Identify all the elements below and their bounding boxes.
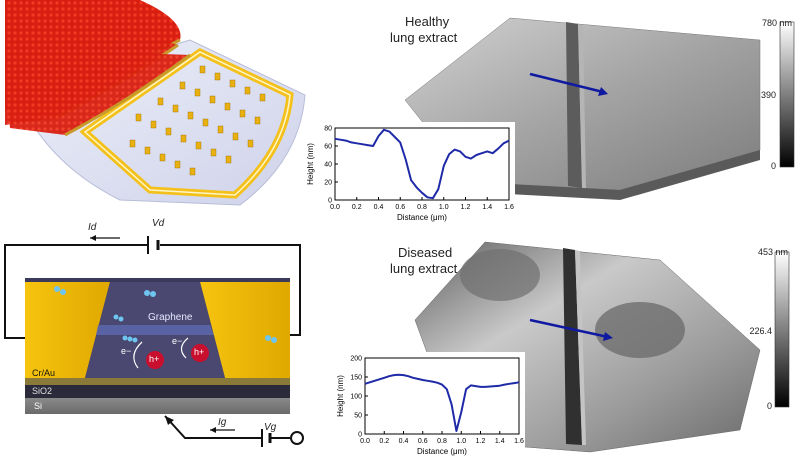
x-tick-label: 0.6 bbox=[395, 204, 405, 211]
height-profile-line bbox=[334, 128, 510, 200]
x-tick-label: 1.0 bbox=[456, 438, 466, 445]
y-tick-label: 60 bbox=[324, 144, 332, 151]
diseased-colorbar bbox=[774, 251, 790, 408]
source-electrode bbox=[25, 282, 110, 378]
height-profile-line bbox=[364, 373, 520, 432]
x-tick-label: 1.6 bbox=[504, 204, 514, 211]
x-tick-label: 0.4 bbox=[374, 204, 384, 211]
x-axis-label: Distance (μm) bbox=[397, 213, 447, 222]
x-tick-label: 1.2 bbox=[476, 438, 486, 445]
si-substrate bbox=[25, 398, 290, 414]
chart-background bbox=[335, 352, 525, 456]
diseased-scan-arrow bbox=[529, 318, 609, 339]
x-axis-label: Distance (μm) bbox=[417, 447, 467, 456]
drain-voltage-label: Vd bbox=[152, 218, 165, 229]
si-label: Si bbox=[34, 401, 43, 411]
x-tick-label: 1.0 bbox=[439, 204, 449, 211]
x-tick-label: 0.6 bbox=[418, 438, 428, 445]
healthy-colorbar-mid: 390 bbox=[760, 90, 776, 100]
graphene-sheet-illustration bbox=[5, 0, 306, 206]
y-tick-label: 80 bbox=[324, 126, 332, 133]
drain-circuit-wire-right bbox=[160, 244, 301, 336]
diseased-height-profile-chart: 0.0 0.2 0.4 0.6 0.8 1.0 1.2 1.4 1.6 0 50 100 150 200D… bbox=[335, 352, 525, 456]
diseased-colorbar-mid: 226.4 bbox=[749, 326, 772, 336]
drain-current-label: Id bbox=[88, 222, 97, 233]
y-tick-label: 200 bbox=[350, 356, 362, 363]
healthy-colorbar bbox=[779, 21, 795, 168]
diseased-surface-crater bbox=[460, 249, 540, 301]
analyte-molecules bbox=[54, 286, 277, 343]
diseased-title-line2: lung extract bbox=[390, 261, 458, 276]
y-tick-label: 50 bbox=[354, 413, 362, 420]
diseased-colorbar-min: 0 bbox=[766, 401, 772, 411]
gate-terminal bbox=[290, 431, 304, 445]
healthy-title-line1: Healthy bbox=[405, 14, 450, 29]
hole-label: h+ bbox=[194, 347, 205, 357]
x-tick-label: 1.6 bbox=[514, 438, 524, 445]
hole-carrier bbox=[146, 351, 164, 369]
diseased-colorbar-max: 453 nm bbox=[757, 247, 788, 257]
graphene-label: Graphene bbox=[148, 312, 193, 323]
x-tick-label: 0.8 bbox=[437, 438, 447, 445]
y-tick-label: 0 bbox=[358, 432, 362, 439]
healthy-title-line2: lung extract bbox=[390, 30, 458, 45]
healthy-colorbar-max: 780 nm bbox=[761, 18, 792, 28]
x-tick-label: 0.4 bbox=[399, 438, 409, 445]
diseased-title-line1: Diseased bbox=[398, 245, 453, 260]
drain-circuit-wire-left bbox=[4, 244, 148, 339]
sio2-label: SiO2 bbox=[32, 386, 53, 396]
y-tick-label: 20 bbox=[324, 180, 332, 187]
y-tick-label: 100 bbox=[350, 394, 362, 401]
x-tick-label: 1.4 bbox=[482, 204, 492, 211]
x-tick-label: 1.4 bbox=[495, 438, 505, 445]
y-axis-label: Height (nm) bbox=[336, 375, 345, 417]
fet-device-schematic bbox=[4, 235, 304, 447]
sio2-layer bbox=[25, 385, 290, 398]
y-tick-label: 0 bbox=[328, 198, 332, 205]
gate-current-label: Ig bbox=[218, 417, 227, 428]
drain-electrode bbox=[200, 282, 290, 378]
gate-voltage-label: Vg bbox=[264, 422, 277, 433]
x-tick-label: 0.2 bbox=[352, 204, 362, 211]
cr-au-layer bbox=[25, 378, 290, 385]
x-tick-label: 0.0 bbox=[360, 438, 370, 445]
electrode-pad-array bbox=[129, 65, 266, 176]
hole-label: h+ bbox=[149, 354, 160, 364]
healthy-height-profile-chart: 0.0 0.2 0.4 0.6 0.8 1.0 1.2 1.4 1.6 0 20 40 60 80Dist… bbox=[305, 122, 515, 222]
healthy-scan-arrow bbox=[529, 72, 604, 94]
hole-carrier bbox=[191, 344, 209, 362]
x-tick-label: 0.8 bbox=[417, 204, 427, 211]
diseased-trench bbox=[563, 248, 582, 445]
stacked-graphene-layers bbox=[5, 0, 191, 137]
electron-label: e− bbox=[172, 336, 183, 346]
x-tick-label: 0.2 bbox=[379, 438, 389, 445]
x-tick-label: 0.0 bbox=[330, 204, 340, 211]
cr-au-label: Cr/Au bbox=[32, 368, 56, 378]
graphene-channel bbox=[96, 325, 214, 335]
healthy-trench bbox=[566, 22, 582, 188]
y-axis-label: Height (nm) bbox=[306, 143, 315, 185]
electron-label: e− bbox=[121, 346, 132, 356]
healthy-colorbar-min: 0 bbox=[770, 161, 776, 171]
x-tick-label: 1.2 bbox=[461, 204, 471, 211]
y-tick-label: 150 bbox=[350, 375, 362, 382]
diseased-surface-crater bbox=[595, 302, 685, 358]
y-tick-label: 40 bbox=[324, 162, 332, 169]
